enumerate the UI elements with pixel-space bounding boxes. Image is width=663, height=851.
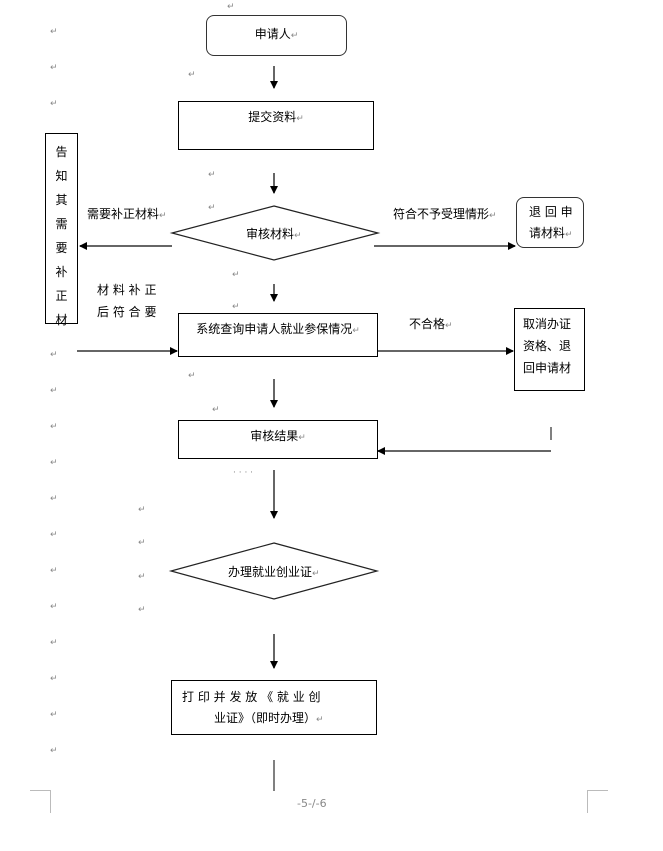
handle-certificate-text: 办理就业创业证: [228, 565, 313, 579]
paragraph-mark: ↵: [227, 2, 235, 12]
review-materials-label: 审核材料↵: [246, 225, 302, 242]
return-materials-node: 退 回 申 请材料↵: [516, 197, 584, 248]
paragraph-mark: ↵: [489, 211, 497, 221]
paragraph-mark: ↵: [138, 538, 146, 548]
paragraph-mark: ↵: [50, 638, 58, 648]
page-number: -5-/-6: [297, 797, 327, 810]
notify-char: 其: [55, 193, 68, 207]
print-issue-line: 业证》（即时办理）: [214, 711, 317, 725]
print-issue-node: 打 印 并 发 放 《 就 业 创 业证》（即时办理）↵: [171, 680, 377, 735]
paragraph-mark: ↵: [565, 230, 573, 240]
paragraph-mark: ↵: [445, 321, 453, 331]
handle-certificate-diamond: [168, 542, 380, 600]
review-materials-text: 审核材料: [246, 227, 295, 241]
paragraph-mark: ↵: [290, 31, 299, 41]
paragraph-mark: ↵: [50, 710, 58, 720]
paragraph-mark: ↵: [232, 302, 240, 312]
return-materials-line: 请材料: [529, 226, 566, 240]
notify-supplement-node: 告 知 其 需 要 补 正 材: [45, 133, 78, 327]
submit-materials-node: 提交资料↵: [178, 101, 374, 150]
page-corner-right: [587, 790, 608, 813]
paragraph-mark: ↵: [50, 530, 58, 540]
system-query-label: 系统查询申请人就业参保情况: [196, 322, 353, 336]
paragraph-mark: ↵: [298, 433, 306, 443]
cancel-qualification-node: 取消办证 资格、退 回申请材: [514, 308, 585, 391]
paragraph-mark: ↵: [50, 602, 58, 612]
paragraph-mark: ↵: [138, 605, 146, 615]
paragraph-mark: ↵: [208, 170, 216, 180]
handle-certificate-label: 办理就业创业证↵: [228, 563, 320, 580]
applicant-label: 申请人: [254, 27, 291, 41]
paragraph-mark: ↵: [138, 572, 146, 582]
paragraph-mark: ↵: [138, 505, 146, 515]
unqualified-label: 不合格↵: [409, 315, 453, 332]
notify-char: 补: [55, 265, 68, 279]
paragraph-mark: ↵: [50, 27, 58, 37]
cancel-line: 回申请材: [523, 361, 572, 375]
after-supplement-label: 材 料 补 正 后 符 合 要: [97, 279, 156, 323]
dots-mark: · · · ·: [233, 468, 254, 478]
paragraph-mark: ↵: [50, 422, 58, 432]
return-materials-line: 退 回 申: [529, 205, 573, 219]
paragraph-mark: ↵: [50, 63, 58, 73]
paragraph-mark: ↵: [296, 114, 304, 124]
cancel-line: 资格、退: [523, 339, 572, 353]
paragraph-mark: ↵: [208, 203, 216, 213]
notify-char: 需: [55, 217, 68, 231]
reject-condition-label: 符合不予受理情形↵: [393, 205, 497, 222]
paragraph-mark: ↵: [50, 494, 58, 504]
notify-char: 知: [55, 169, 68, 183]
cancel-line: 取消办证: [523, 317, 572, 331]
page-corner-left: [30, 790, 51, 813]
notify-char: 正: [55, 289, 68, 303]
paragraph-mark: ↵: [352, 326, 360, 336]
review-result-node: 审核结果↵: [178, 420, 378, 459]
paragraph-mark: ↵: [232, 270, 240, 280]
review-materials-diamond: [169, 205, 381, 261]
after-supplement-line: 后 符 合 要: [97, 305, 157, 319]
paragraph-mark: ↵: [50, 99, 58, 109]
paragraph-mark: ↵: [50, 746, 58, 756]
paragraph-mark: ↵: [50, 458, 58, 468]
notify-char: 材: [55, 313, 68, 327]
paragraph-mark: ↵: [159, 211, 167, 221]
need-supplement-text: 需要补正材料: [87, 207, 160, 221]
applicant-node: 申请人↵: [206, 15, 347, 56]
paragraph-mark: ↵: [316, 715, 324, 725]
notify-supplement-text: 告 知 其 需 要 补 正 材: [46, 140, 77, 332]
paragraph-mark: ↵: [312, 569, 320, 579]
paragraph-mark: ↵: [50, 566, 58, 576]
system-query-node: 系统查询申请人就业参保情况↵: [178, 313, 378, 357]
notify-char: 要: [55, 241, 68, 255]
need-supplement-label: 需要补正材料↵: [87, 205, 167, 222]
after-supplement-line: 材 料 补 正: [97, 283, 157, 297]
notify-char: 告: [55, 145, 68, 159]
paragraph-mark: ↵: [50, 674, 58, 684]
submit-materials-label: 提交资料: [248, 110, 297, 124]
paragraph-mark: ↵: [294, 231, 302, 241]
paragraph-mark: ↵: [212, 405, 220, 415]
paragraph-mark: ↵: [50, 350, 58, 360]
paragraph-mark: ↵: [188, 70, 196, 80]
print-issue-line: 打 印 并 发 放 《 就 业 创: [182, 690, 321, 704]
review-result-label: 审核结果: [250, 429, 299, 443]
unqualified-text: 不合格: [409, 317, 446, 331]
reject-condition-text: 符合不予受理情形: [393, 207, 490, 221]
paragraph-mark: ↵: [188, 371, 196, 381]
paragraph-mark: ↵: [50, 386, 58, 396]
